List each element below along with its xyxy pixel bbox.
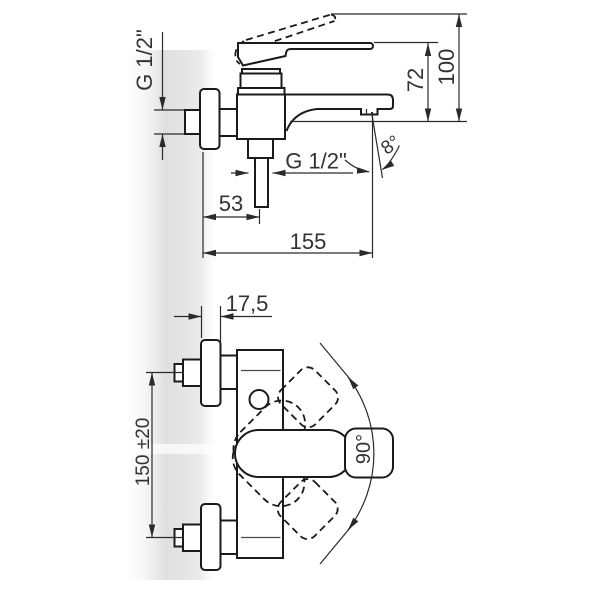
handle-swing-label: 90° xyxy=(353,434,375,464)
watermark-seam xyxy=(100,444,220,454)
dim-wall-thread: G 1/2" xyxy=(132,29,184,160)
dim-handle-swing: 90° xyxy=(319,342,375,565)
dim-outlet-offset: 53 xyxy=(202,152,261,258)
handle-height-label: 72 xyxy=(403,68,428,92)
dim-total-depth: 155 xyxy=(203,229,373,257)
total-depth-label: 155 xyxy=(290,229,327,254)
front-view: 90° 17,5 150 ±20 xyxy=(133,291,394,571)
shower-outlet-nut xyxy=(247,138,274,159)
escutcheon-side xyxy=(199,88,221,150)
mixer-body-side xyxy=(236,93,286,140)
outlet-thread-label: G 1/2" xyxy=(285,149,347,174)
dim-escutcheon-depth: 17,5 xyxy=(174,291,272,344)
spout-angle-label: 8° xyxy=(377,132,404,160)
dome-cap xyxy=(241,68,281,75)
wall-port-top xyxy=(173,339,238,407)
cartridge-dome xyxy=(239,72,283,89)
shower-outlet-stub xyxy=(254,157,269,208)
wall-thread-label: G 1/2" xyxy=(132,29,157,91)
dim-port-spacing: 150 ±20 xyxy=(133,371,184,539)
dim-outlet-thread: G 1/2" xyxy=(231,149,353,177)
escutcheon-depth-label: 17,5 xyxy=(226,291,269,316)
lever-grip-front xyxy=(234,429,353,478)
lever-cap-front xyxy=(344,427,394,479)
dim-total-height: 100 xyxy=(290,13,467,123)
dim-handle-height: 72 xyxy=(374,41,438,122)
wall-nipple xyxy=(184,109,201,135)
port-spacing-label: 150 ±20 xyxy=(133,418,154,487)
lever-handle-side xyxy=(237,42,374,67)
handle-rotated-up-dashed xyxy=(232,366,339,474)
spout xyxy=(285,93,394,132)
wall-connector-side xyxy=(218,108,238,137)
dim-spout-angle: 8° xyxy=(344,111,404,258)
outlet-offset-label: 53 xyxy=(219,191,243,216)
body-hole xyxy=(248,389,270,410)
total-height-label: 100 xyxy=(434,49,459,86)
